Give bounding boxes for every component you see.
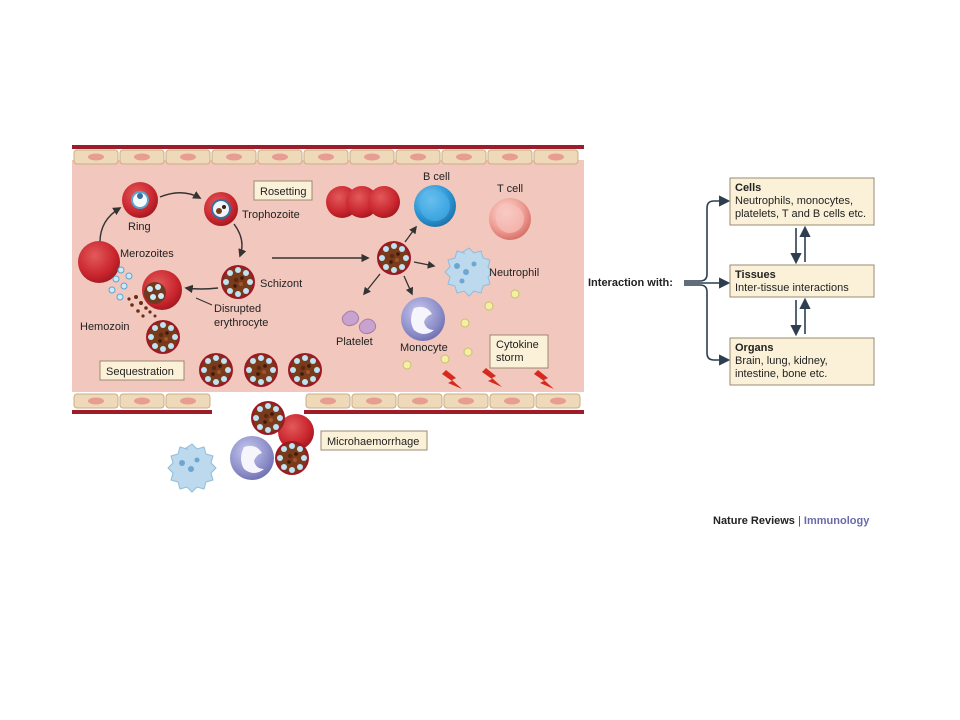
merozoite-to-ring-arrow (99, 207, 122, 243)
schizont-cell (221, 265, 255, 299)
trophozoite-to-schizont-arrow (233, 223, 247, 258)
sequestration-label: Sequestration (106, 366, 174, 378)
neutrophil (444, 247, 494, 297)
vessel-wall-bottom-right (304, 410, 584, 414)
b-cell (414, 185, 456, 227)
extravasated-neutrophil (167, 443, 217, 493)
cells-line-2: platelets, T and B cells etc. (735, 208, 866, 220)
endothelium-bottom (73, 393, 581, 409)
t-cell-label: T cell (497, 183, 523, 195)
cells-line-1: Neutrophils, monocytes, (735, 195, 853, 207)
b-cell-label: B cell (423, 171, 450, 183)
t-cell (489, 198, 531, 240)
hemozoin-label: Hemozoin (80, 321, 130, 333)
tissues-line-1: Inter-tissue interactions (735, 282, 849, 294)
microhaemorrhage-label: Microhaemorrhage (327, 436, 419, 448)
journal-name: Nature Reviews (713, 515, 795, 527)
disrupted-label-2: erythrocyte (214, 317, 268, 329)
monocyte-label: Monocyte (400, 342, 448, 354)
rosetting-label: Rosetting (260, 186, 306, 198)
rosetting-rbcs (326, 186, 400, 218)
vessel-wall-top (72, 145, 584, 149)
lightning-bolts (442, 368, 554, 389)
monocyte (401, 297, 445, 341)
rosetting-box (253, 180, 313, 201)
schizont-to-disrupted-arrow (184, 284, 219, 294)
merozoites (108, 266, 133, 301)
trophozoite-label: Trophozoite (242, 209, 300, 221)
cytokines (402, 289, 520, 370)
neutrophil-label: Neutrophil (489, 267, 539, 279)
erythrocyte (78, 241, 120, 283)
cells-title: Cells (735, 182, 761, 194)
ring-cell (122, 182, 158, 218)
platelet-label: Platelet (336, 336, 373, 348)
organs-box: Organs Brain, lung, kidney, intestine, b… (729, 337, 875, 386)
cells-box: Cells Neutrophils, monocytes, platelets,… (729, 177, 875, 226)
cytokine-label-1: Cytokine (496, 339, 539, 351)
interaction-label: Interaction with: (588, 277, 673, 289)
merozoites-label: Merozoites (120, 248, 174, 260)
interaction-arrows (684, 195, 811, 366)
ring-label: Ring (128, 221, 151, 233)
endothelium-top (73, 149, 579, 165)
immune-arrows (363, 225, 436, 296)
ring-to-trophozoite-arrow (159, 191, 202, 199)
hemozoin-particles (127, 295, 157, 318)
extravasated-cells (251, 401, 314, 475)
journal-section: Immunology (803, 515, 870, 527)
disrupted-leader (195, 297, 213, 306)
journal-credit: Nature Reviews | Immunology (713, 515, 869, 527)
organs-title: Organs (735, 342, 774, 354)
tissues-box: Tissues Inter-tissue interactions (729, 264, 875, 298)
schizont-label: Schizont (260, 278, 302, 290)
platelets (341, 310, 377, 335)
extravasated-monocyte (230, 436, 274, 480)
central-infected-cell (377, 241, 411, 275)
trophozoite-cell (204, 192, 238, 226)
disrupted-label-1: Disrupted (214, 303, 261, 315)
vessel-wall-bottom-left (72, 410, 212, 414)
tissues-title: Tissues (735, 269, 776, 281)
credit-separator: | (798, 515, 801, 527)
organs-line-1: Brain, lung, kidney, (735, 355, 828, 367)
microhaemorrhage-box (320, 430, 428, 451)
organs-line-2: intestine, bone etc. (735, 368, 827, 380)
disrupted-erythrocyte (142, 270, 182, 310)
sequestration-box (99, 360, 185, 381)
cytokine-label-2: storm (496, 352, 524, 364)
sequestered-cells (199, 353, 322, 387)
cytokine-storm-box (489, 334, 549, 369)
infected-cell (146, 320, 180, 354)
